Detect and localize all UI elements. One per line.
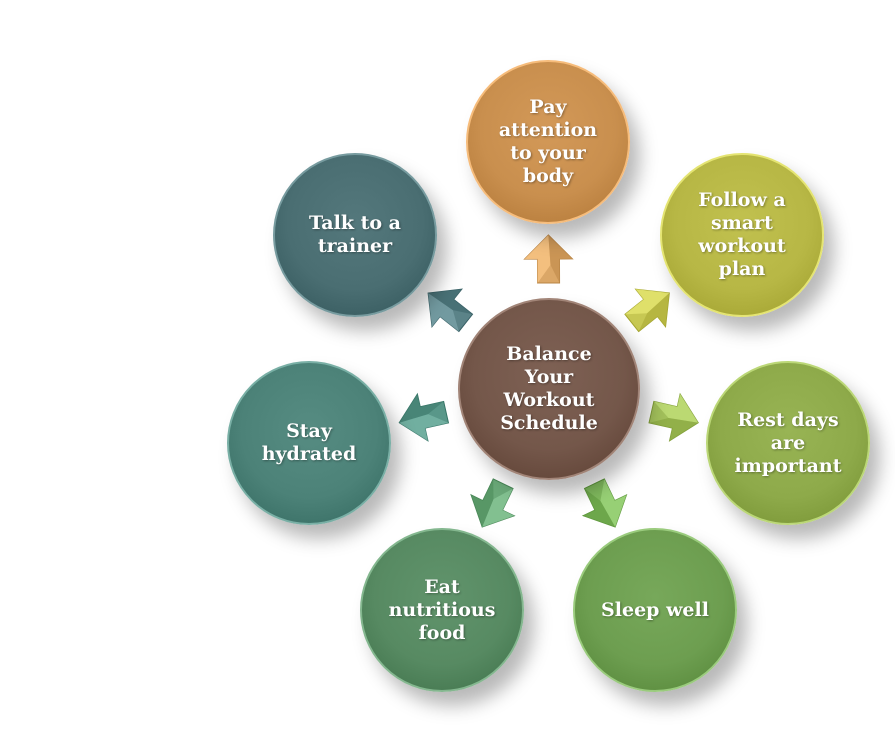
center-node: Balance Your Workout Schedule [458, 298, 640, 480]
node-label: Rest days are important [734, 408, 842, 477]
node-label: Pay attention to your body [498, 96, 598, 187]
node-pay-attention: Pay attention to your body [466, 60, 630, 224]
node-follow-plan: Follow a smart workout plan [660, 153, 824, 317]
arrow-to-sleep-well [581, 478, 628, 528]
node-label: Talk to a trainer [308, 212, 401, 257]
center-node-label: Balance Your Workout Schedule [500, 343, 598, 434]
arrow-to-eat-nutritious [470, 478, 516, 528]
node-rest-days: Rest days are important [706, 361, 870, 525]
arrow-to-rest-days [648, 392, 699, 442]
node-talk-trainer: Talk to a trainer [273, 153, 437, 317]
node-label: Stay hydrated [261, 420, 357, 465]
node-label: Follow a smart workout plan [698, 189, 786, 280]
arrow-to-pay-attention [523, 234, 574, 284]
node-stay-hydrated: Stay hydrated [227, 361, 391, 525]
node-sleep-well: Sleep well [573, 528, 737, 692]
node-label: Sleep well [601, 598, 709, 621]
node-label: Eat nutritious food [388, 575, 496, 644]
arrow-to-follow-plan [624, 288, 670, 333]
arrow-to-talk-trainer [427, 288, 474, 333]
node-eat-nutritious: Eat nutritious food [360, 528, 524, 692]
arrow-to-stay-hydrated [398, 392, 450, 442]
